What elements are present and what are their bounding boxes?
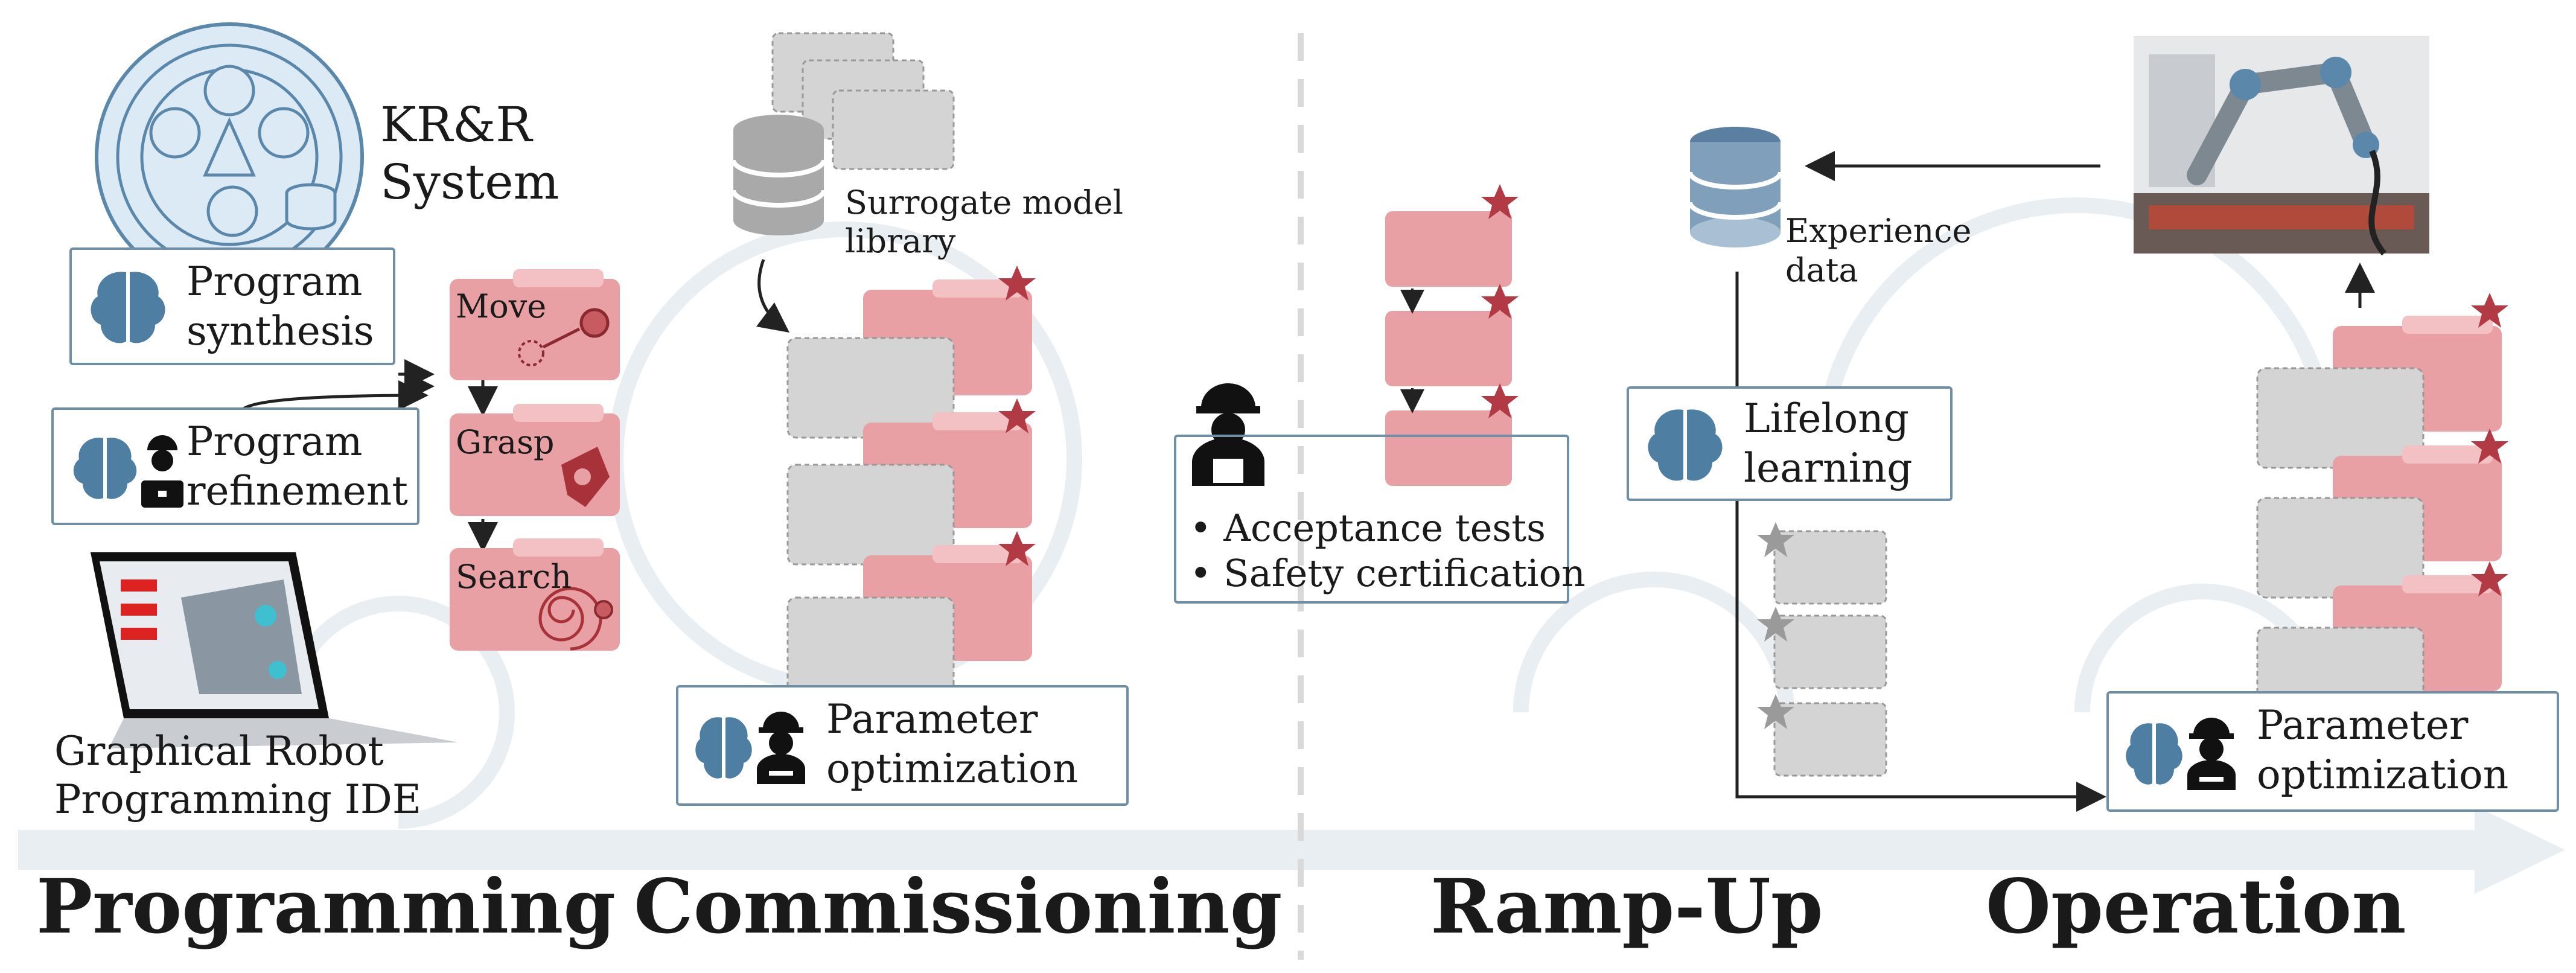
skill-label-search: Search xyxy=(456,558,572,596)
laptop-icon xyxy=(91,552,459,748)
acceptance-tests-label: Acceptance tests xyxy=(1223,506,1546,550)
bullet-dot: • xyxy=(1190,506,1224,550)
program-synthesis-line2: synthesis xyxy=(187,308,374,354)
brain-icon xyxy=(2126,723,2182,785)
acceptance-box: • Acceptance tests • Safety certificatio… xyxy=(1174,435,1586,604)
experience-data-line1: Experience xyxy=(1785,212,1972,250)
lifelong-learning-line1: Lifelong xyxy=(1744,395,1910,442)
engineer-icon xyxy=(757,712,805,784)
phase-operation: Operation xyxy=(1986,863,2406,951)
phase-commissioning: Commissioning xyxy=(634,863,1283,951)
commissioning-skill-pairs xyxy=(786,266,1036,698)
parameter-optimization-line2: optimization xyxy=(826,745,1079,792)
rampup-surrogates xyxy=(1757,522,1887,777)
timeline-arrow xyxy=(18,806,2565,894)
phase-programming: Programming xyxy=(36,863,616,951)
acceptance-bullet-2: • Safety certification xyxy=(1190,553,1586,593)
skill-label-move: Move xyxy=(456,287,547,325)
brain-icon xyxy=(91,272,165,343)
database-icon xyxy=(1688,127,1783,247)
brain-icon xyxy=(695,717,752,779)
ide-label-line2: Programming IDE xyxy=(54,776,422,823)
lifelong-learning-line2: learning xyxy=(1744,445,1913,491)
bullet-dot: • xyxy=(1190,551,1224,595)
brain-icon xyxy=(73,438,137,499)
surrogate-library-line2: library xyxy=(845,222,956,260)
skill-folder-grasp xyxy=(450,404,620,516)
program-synthesis-line1: Program xyxy=(187,258,363,305)
program-refinement-line1: Program xyxy=(187,418,363,465)
program-refinement-line2: refinement xyxy=(187,468,408,514)
skill-label-grasp: Grasp xyxy=(456,423,555,461)
robot-photo xyxy=(2134,36,2429,256)
skill-folder-move xyxy=(450,269,620,380)
experience-data-line2: data xyxy=(1785,251,1858,289)
ide-label-line1: Graphical Robot xyxy=(54,728,384,774)
acceptance-bullet-1: • Acceptance tests xyxy=(1190,508,1546,547)
skill-folder-search xyxy=(450,538,620,651)
parameter-optimization-box-commissioning: Parameter optimization xyxy=(676,685,1129,806)
program-refinement-box: Program refinement xyxy=(51,407,419,525)
parameter-optimization-line2: optimization xyxy=(2257,751,2509,798)
kr-r-title-line2: System xyxy=(380,154,560,210)
brain-icon xyxy=(1648,409,1723,481)
programmer-icon xyxy=(141,435,183,508)
program-synthesis-box: Program synthesis xyxy=(69,247,395,365)
acceptance-skill-chain xyxy=(1385,184,1519,486)
parameter-optimization-box-operation: Parameter optimization xyxy=(2106,691,2559,812)
surrogate-library-line1: Surrogate model xyxy=(845,183,1124,222)
safety-worker-icon xyxy=(1192,383,1264,486)
surrogate-library-stack xyxy=(771,32,955,170)
phase-rampup: Ramp-Up xyxy=(1430,863,1823,951)
operation-skill-pairs xyxy=(2256,293,2508,716)
parameter-optimization-line1: Parameter xyxy=(826,696,1038,742)
engineer-icon xyxy=(2187,718,2236,790)
lifelong-learning-box: Lifelong learning xyxy=(1627,386,1953,501)
parameter-optimization-line1: Parameter xyxy=(2257,702,2469,748)
kr-r-title-line1: KR&R xyxy=(380,97,532,153)
database-icon xyxy=(731,115,826,235)
safety-certification-label: Safety certification xyxy=(1223,551,1586,595)
